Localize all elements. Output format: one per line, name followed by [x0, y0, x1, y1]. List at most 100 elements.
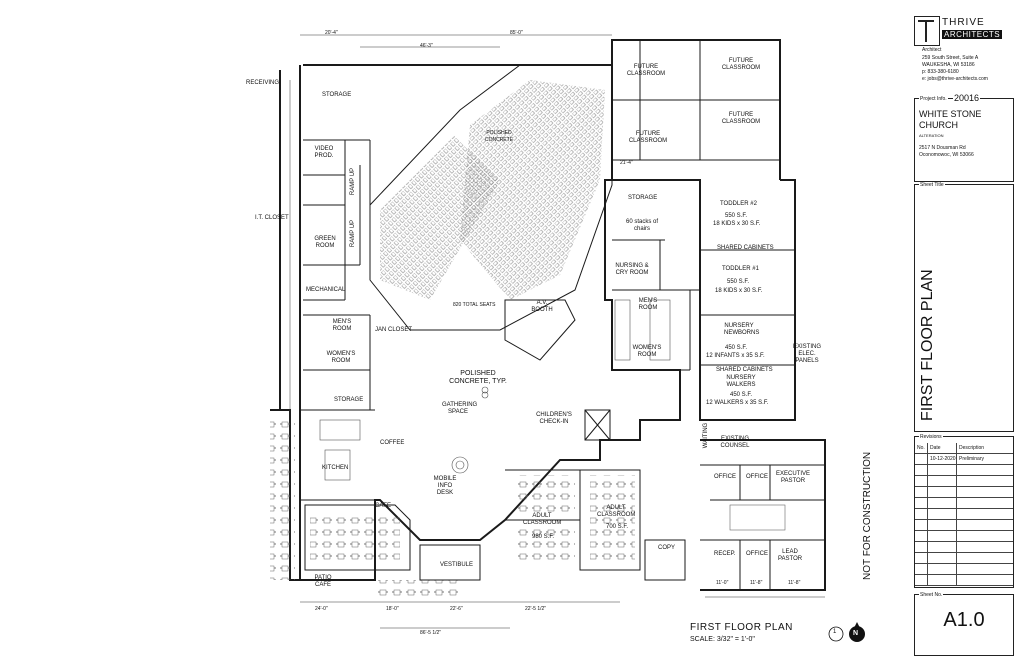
- dimension-text: 22'-6": [450, 606, 463, 612]
- floor-plan-drawing: [270, 34, 865, 642]
- room-future-classroom-1: FUTURE CLASSROOM: [626, 64, 666, 77]
- room-adult-classroom-2-area: 700 S.F.: [606, 524, 629, 530]
- dimension-text: 24'-0": [315, 606, 328, 612]
- north-arrow-icon: [849, 622, 865, 642]
- revision-row-empty: [915, 487, 1013, 498]
- room-adult-classroom-1-area: 980 S.F.: [532, 534, 555, 540]
- revision-row-empty: [915, 509, 1013, 520]
- room-storage-top: STORAGE: [322, 92, 352, 98]
- revision-row-empty: [915, 531, 1013, 542]
- room-video-prod: VIDEO PROD.: [314, 146, 334, 159]
- room-av-booth: A.V. BOOTH: [531, 300, 553, 313]
- revisions-header-row: No. Date Description: [915, 443, 1013, 454]
- rev-header-no: No.: [915, 443, 928, 453]
- sheet-title-box: Sheet Title FIRST FLOOR PLAN: [914, 182, 1014, 432]
- room-newborns-capacity: 12 INFANTS x 35 S.F.: [706, 353, 765, 359]
- room-copy: COPY: [658, 545, 676, 551]
- room-office-1: OFFICE: [714, 474, 736, 480]
- room-ramp-up-2: RAMP UP: [350, 219, 357, 248]
- room-childrens-checkin: CHILDREN'S CHECK-IN: [536, 412, 572, 425]
- room-coffee: COFFEE: [380, 440, 405, 446]
- room-green-room: GREEN ROOM: [314, 236, 336, 249]
- firm-role: Architect: [922, 47, 942, 53]
- room-cafe: CAFE: [375, 503, 392, 509]
- room-ramp-up-1: RAMP UP: [350, 167, 357, 196]
- room-office-2: OFFICE: [746, 474, 768, 480]
- firm-address-1: 259 South Street, Suite A: [922, 55, 979, 61]
- room-storage-right: STORAGE: [628, 195, 658, 201]
- dimension-text: 85'-0": [510, 30, 523, 36]
- stacks-note: 60 stacks of chairs: [626, 219, 659, 232]
- sheet-number-box: Sheet No. A1.0: [914, 592, 1014, 656]
- revision-row-empty: [915, 575, 1013, 586]
- title-block: THRIVE ARCHITECTS Architect 259 South St…: [912, 12, 1016, 657]
- shared-cabinets-2: SHARED CABINETS: [716, 367, 773, 373]
- drawing-scale: SCALE: 3/32" = 1'-0": [690, 636, 755, 643]
- interior-walls: [300, 40, 825, 590]
- dimension-text: 11'-8": [788, 580, 801, 586]
- rev-date: 10-12-2020: [930, 454, 957, 464]
- dimension-text: 18'-0": [386, 606, 399, 612]
- detail-number: 1: [833, 629, 837, 635]
- room-recep: RECEP.: [714, 551, 736, 557]
- rev-desc: Preliminary: [959, 456, 985, 462]
- room-patio-cafe: PATIO CAFE: [314, 575, 332, 588]
- dimension-text: 20'-4": [325, 30, 338, 36]
- revision-row-empty: [915, 465, 1013, 476]
- room-kitchen: KITCHEN: [322, 465, 349, 471]
- not-for-construction-stamp: NOT FOR CONSTRUCTION: [862, 451, 873, 580]
- room-nursery-walkers: NURSERY WALKERS: [726, 375, 756, 388]
- total-seats-note: 820 TOTAL SEATS: [453, 302, 496, 308]
- sheet-number: A1.0: [943, 609, 985, 631]
- room-executive-pastor: EXECUTIVE PASTOR: [776, 471, 811, 484]
- revision-row: 10-12-2020 Preliminary: [915, 454, 1013, 465]
- room-future-classroom-3: FUTURE CLASSROOM: [628, 131, 668, 144]
- room-waiting: WAITING: [703, 422, 710, 449]
- project-address-2: Oconomowoc, WI 53066: [919, 152, 974, 158]
- firm-address-2: WAUKESHA, WI 53186: [922, 62, 975, 68]
- revision-row-empty: [915, 476, 1013, 487]
- room-walkers-capacity: 12 WALKERS x 35 S.F.: [706, 400, 769, 406]
- room-toddler-2-capacity: 18 KIDS x 30 S.F.: [713, 221, 761, 227]
- sheet-title-label: Sheet Title: [919, 182, 945, 189]
- north-label: N: [853, 630, 859, 637]
- room-mechanical: MECHANICAL: [306, 287, 346, 293]
- project-info-label: Project Info.: [919, 96, 948, 103]
- project-address-1: 2517 N Dousman Rd: [919, 145, 966, 151]
- revisions-label: Revisions: [919, 434, 943, 441]
- room-office-3: OFFICE: [746, 551, 768, 557]
- room-newborns-area: 450 S.F.: [725, 345, 748, 351]
- firm-name-line-2: ARCHITECTS: [942, 30, 1003, 39]
- project-type: ALTERATION: [919, 133, 944, 138]
- sheet-no-label: Sheet No.: [919, 592, 944, 599]
- polished-concrete-typ-note: POLISHED CONCRETE, TYP.: [449, 370, 507, 385]
- detail-marker-icon: [828, 626, 844, 642]
- room-future-classroom-4: FUTURE CLASSROOM: [721, 112, 761, 125]
- room-nursing-cry: NURSING & CRY ROOM: [615, 263, 649, 276]
- room-gathering-space: GATHERING SPACE: [442, 402, 478, 415]
- dimension-text: 86'-5 1/2": [420, 630, 442, 636]
- room-future-classroom-2: FUTURE CLASSROOM: [721, 58, 761, 71]
- rev-header-date: Date: [928, 443, 957, 453]
- dimension-text: 22'-5 1/2": [525, 606, 547, 612]
- existing-panels-note: EXISTING ELEC. PANELS: [793, 344, 822, 364]
- revision-row-empty: [915, 520, 1013, 531]
- firm-email: e: jobs@thrive-architects.com: [922, 76, 988, 82]
- revision-row-empty: [915, 498, 1013, 509]
- drawing-title: FIRST FLOOR PLAN: [690, 622, 793, 633]
- fixtures: [319, 299, 671, 481]
- room-nursery-newborns: NURSERY NEWBORNS: [724, 323, 760, 336]
- seating-areas: [270, 80, 786, 600]
- shared-cabinets-1: SHARED CABINETS: [717, 245, 774, 251]
- dimension-text: 11'-8": [750, 580, 763, 586]
- room-lead-pastor: LEAD PASTOR: [778, 549, 803, 562]
- room-polished-concrete-top: POLISHED CONCRETE: [484, 130, 514, 143]
- room-womens-left: WOMEN'S ROOM: [326, 351, 356, 364]
- dimension-lines: [289, 34, 825, 629]
- room-toddler-2: TODDLER #2: [720, 201, 757, 207]
- revision-row-empty: [915, 553, 1013, 564]
- room-receiving: RECEIVING: [246, 80, 280, 86]
- room-toddler-2-area: 550 S.F.: [725, 213, 748, 219]
- room-mens-left: MEN'S ROOM: [332, 319, 352, 332]
- sheet-title: FIRST FLOOR PLAN: [919, 269, 936, 421]
